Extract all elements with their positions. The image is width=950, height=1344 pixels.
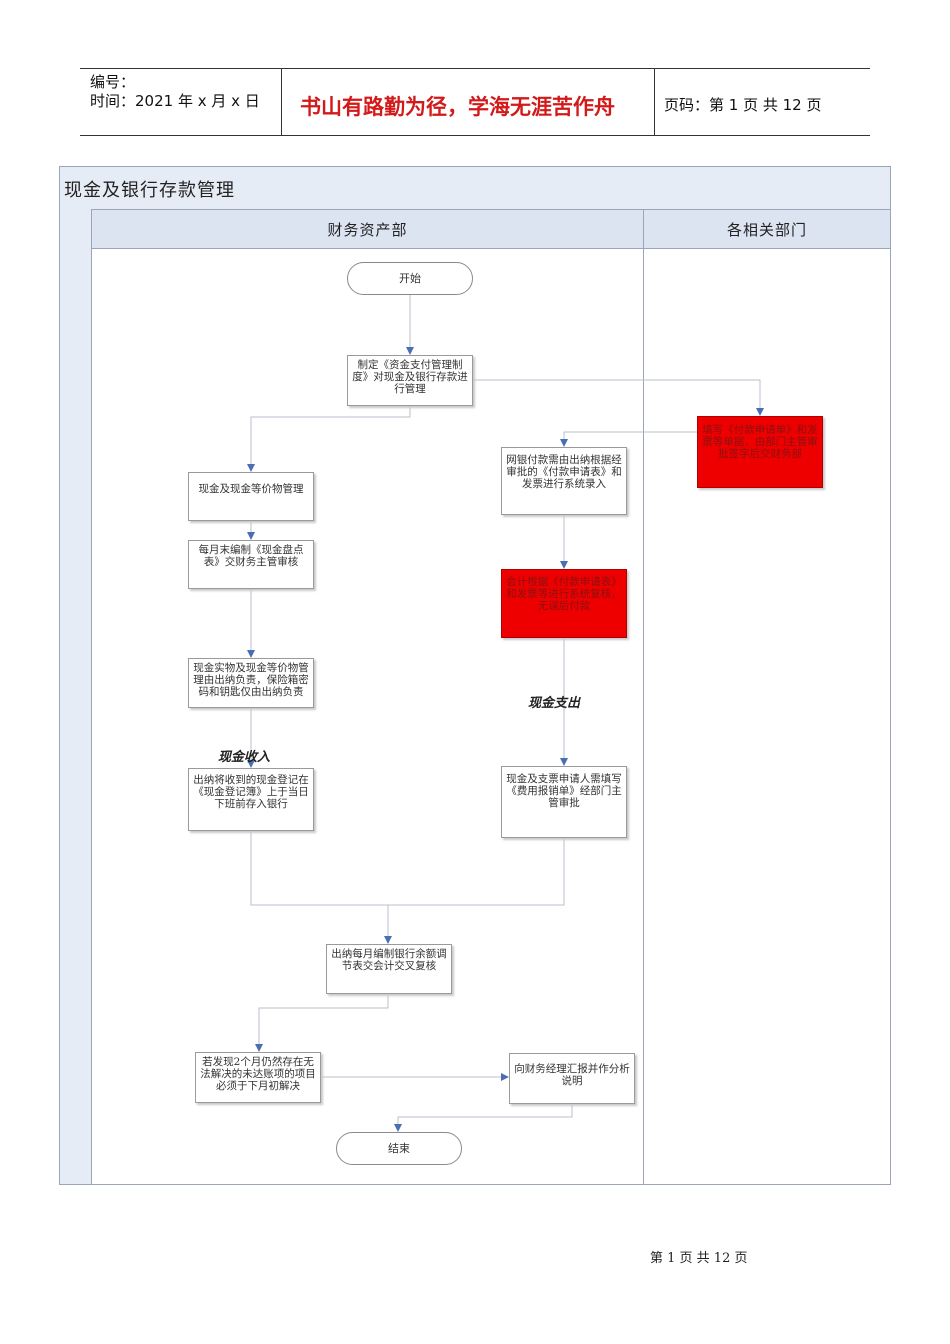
left-strip [60,209,92,1184]
number-label: 编号： [90,73,136,91]
diagram-title-band [60,167,890,210]
page-footer: 第 1 页 共 12 页 [650,1251,748,1266]
connector [255,994,389,1052]
header-divider [654,68,655,136]
end-terminal: 结束 [336,1132,462,1165]
header-top-rule [80,68,870,69]
lane-separator [643,209,644,1184]
connector [473,379,764,416]
header-bottom-rule [80,135,870,136]
accountant-review-box: 会计根据《付款申请表》和发票等进行系统复核，无误后付款 [501,569,627,638]
diagram-title: 现金及银行存款管理 [64,180,235,201]
lane-header-finance [92,210,643,249]
lane-title-finance: 财务资产部 [327,221,408,239]
connector [247,406,411,472]
cash-expense-label: 现金支出 [528,696,581,711]
policy-box: 制定《资金支付管理制度》对现金及银行存款进行管理 [347,355,473,406]
connector [250,831,565,906]
monthly-count-box: 每月末编制《现金盘点表》交财务主管审核 [188,540,314,589]
motto: 书山有路勤为径，学海无涯苦作舟 [300,94,615,119]
unresolved-items-box: 若发现2个月仍然存在无法解决的未达账项的项目必须于下月初解决 [195,1052,321,1103]
report-box: 向财务经理汇报并作分析说明 [509,1053,635,1104]
connector [560,431,700,447]
cash-management-box: 现金及现金等价物管理 [188,472,314,521]
lane-title-departments: 各相关部门 [726,221,807,239]
online-payment-box: 网银付款需由出纳根据经审批的《付款申请表》和发票进行系统录入 [501,447,627,515]
lane-header-departments [644,210,890,249]
start-terminal: 开始 [347,262,473,295]
cash-income-box: 出纳将收到的现金登记在《现金登记簿》上于当日下班前存入银行 [188,768,314,831]
header-divider [281,68,282,136]
reconciliation-box: 出纳每月编制银行余额调节表交会计交叉复核 [326,944,452,994]
payment-request-box: 填写《付款申请单》和发票等单据，由部门主管审批签字后交财务部 [697,416,823,488]
custody-box: 现金实物及现金等价物管理由出纳负责，保险箱密码和钥匙仅由出纳负责 [188,658,314,708]
connector [394,1104,573,1132]
cash-income-label: 现金收入 [218,750,271,765]
time-label: 时间：2021 年 x 月 x 日 [90,92,260,110]
page-info: 页码：第 1 页 共 12 页 [664,96,822,114]
expense-claim-box: 现金及支票申请人需填写《费用报销单》经部门主管审批 [501,766,627,838]
